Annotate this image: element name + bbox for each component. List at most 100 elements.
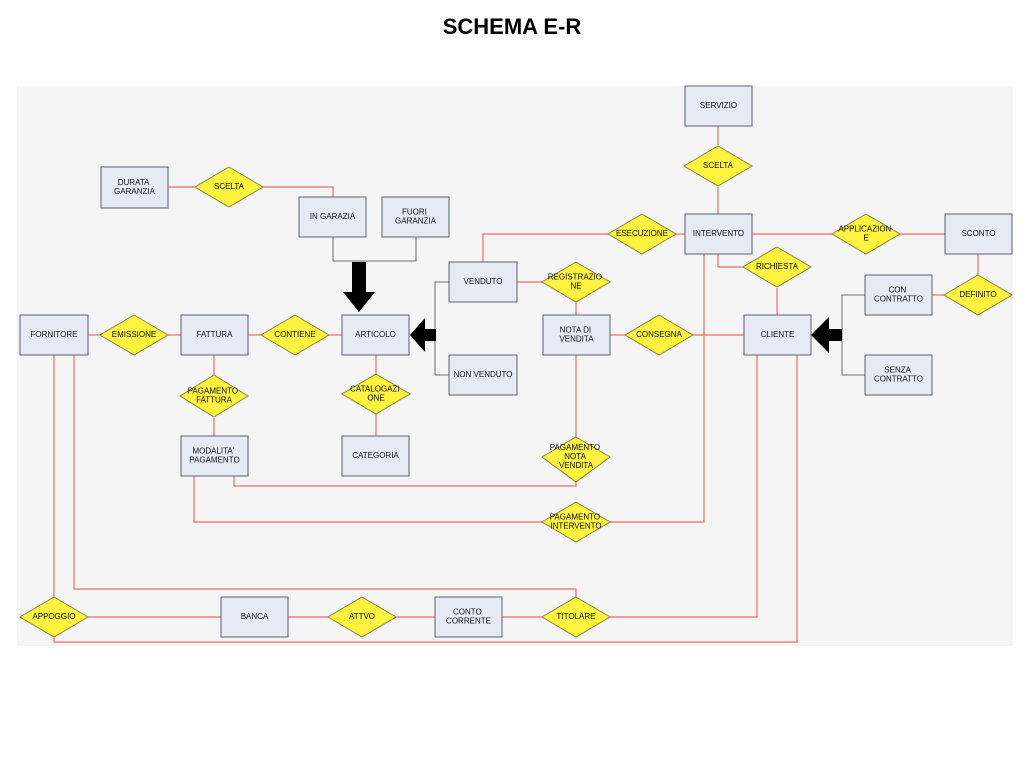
relationship-pagamento-intervento: PAGAMENTO INTERVENTO [541, 501, 611, 543]
relationship-label-line: PAGAMENTO [188, 387, 238, 396]
entity-label-line: SERVIZIO [700, 101, 737, 110]
link-esecuzione-venduto [482, 233, 609, 262]
relationship-label-line: DEFINITO [959, 290, 996, 299]
relationship-label-line: NOTA [564, 452, 586, 461]
entity-con-contratto: CON CONTRATTO [864, 274, 933, 316]
entity-cliente: CLIENTE [743, 314, 812, 356]
relationship-scelta-garanzia: SCELTA [194, 166, 264, 208]
entity-sconto: SCONTO [944, 213, 1013, 255]
entity-conto-corrente: CONTO CORRENTE [434, 596, 503, 638]
svg-text:PAGAMENTO NOTA VEN: PAGAMENTO NOTA VENDITA [550, 443, 603, 470]
entity-servizio: SERVIZIO [684, 85, 753, 127]
entity-venduto: VENDUTO [448, 261, 518, 303]
relationship-label-line: ESECUZIONE [616, 229, 668, 238]
svg-text:RICHIESTA: RICHIESTA [756, 262, 799, 271]
relationship-applicazione: APPLICAZION E [831, 213, 901, 255]
svg-text:TITOLARE: TITOLARE [557, 612, 596, 621]
entity-modalita-pagamento: MODALITA' PAGAMENTO [180, 435, 249, 477]
entity-in-garanzia: IN GARAZIA [298, 196, 367, 238]
relationship-label-line: ATTVO [349, 612, 375, 621]
svg-text:ATTVO: ATTVO [349, 612, 375, 621]
relationship-label-line: INTERVENTO [550, 522, 601, 531]
relationship-esecuzione: ESECUZIONE [607, 213, 677, 255]
entity-label-line: CORRENTE [446, 617, 491, 626]
entity-label-line: ARTICOLO [355, 330, 396, 339]
relationship-label-line: APPLICAZION [838, 225, 891, 234]
entity-label-line: MODALITA' [192, 447, 234, 456]
relationship-titolare: TITOLARE [541, 596, 611, 638]
relationship-label-line: PAGAMENTO [550, 443, 600, 452]
relationship-label-line: EMISSIONE [112, 330, 156, 339]
relationship-pagamento-nota-vendita: PAGAMENTO NOTA VENDITA [541, 436, 611, 483]
svg-text:BANCA: BANCA [241, 612, 269, 621]
entity-label-line: CONTRATTO [874, 295, 923, 304]
svg-text:SCONTO: SCONTO [961, 229, 995, 238]
entity-label-line: CONTO [453, 608, 482, 617]
entity-label-line: NON VENDUTO [454, 370, 513, 379]
arrow-left-articolo [410, 318, 436, 352]
svg-text:VENDUTO: VENDUTO [464, 277, 503, 286]
entity-label-line: GARANZIA [114, 187, 156, 196]
relationship-label-line: SCELTA [703, 161, 734, 170]
entity-durata-garanzia: DURATA GARANZIA [100, 166, 169, 209]
link-titolare-cliente [610, 355, 758, 618]
svg-text:FUORI GARANZIA: FUORI GARANZIA [395, 208, 437, 226]
relationship-label-line: APPOGGIO [32, 612, 75, 621]
svg-text:ARTICOLO: ARTICOLO [355, 330, 396, 339]
svg-text:NON VENDUTO: NON VENDUTO [454, 370, 513, 379]
link-pagamentointervento-intervento [610, 254, 705, 523]
relationship-label-line: TITOLARE [557, 612, 596, 621]
relationship-label-line: RICHIESTA [756, 262, 799, 271]
link-intervento-richiesta [717, 254, 743, 268]
entity-nota-di-vendita: NOTA DI VENDITA [542, 314, 611, 356]
entity-label-line: CONTRATTO [874, 375, 923, 384]
svg-text:SCELTA: SCELTA [703, 161, 734, 170]
link-appoggio-cliente [53, 355, 798, 643]
svg-text:INTERVENTO: INTERVENTO [693, 229, 744, 238]
entity-label-line: VENDUTO [464, 277, 503, 286]
entity-label-line: CLIENTE [761, 330, 795, 339]
arrow-down-articolo [343, 262, 375, 312]
relationship-label-line: REGISTRAZIO [548, 273, 602, 282]
entity-fuori-garanzia: FUORI GARANZIA [381, 196, 450, 238]
svg-text:PAGAMENTO FATTURA: PAGAMENTO FATTURA [188, 387, 241, 405]
relationship-catalogazione: CATALOGAZI ONE [341, 373, 411, 415]
svg-text:APPLICAZION E: APPLICAZION E [838, 225, 893, 243]
relationship-emissione: EMISSIONE [99, 314, 169, 356]
entity-fattura: FATTURA [180, 314, 249, 356]
relationship-definito: DEFINITO [943, 274, 1013, 316]
svg-text:CONTO CORRENTE: CONTO CORRENTE [446, 608, 491, 626]
relationship-label-line: CONSEGNA [636, 330, 682, 339]
svg-text:FATTURA: FATTURA [197, 330, 234, 339]
venduto-bracket [434, 281, 449, 376]
entity-label-line: SENZA [884, 366, 911, 375]
relationship-label-line: ONE [367, 394, 384, 403]
svg-text:CONTIENE: CONTIENE [274, 330, 315, 339]
entity-label-line: NOTA DI [560, 326, 591, 335]
relationship-richiesta: RICHIESTA [742, 246, 812, 288]
entity-banca: BANCA [220, 596, 289, 638]
svg-text:ESECUZIONE: ESECUZIONE [616, 229, 668, 238]
garanzia-bracket [332, 237, 417, 262]
link-scelta-ingaranzia [262, 186, 334, 197]
link-modalita-pagamentointervento [193, 476, 543, 523]
relationship-label-line: CATALOGAZI [350, 385, 400, 394]
entity-label-line: BANCA [241, 612, 269, 621]
svg-text:CATALOGAZI ONE: CATALOGAZI ONE [350, 385, 402, 403]
entity-label-line: PAGAMENTO [189, 456, 239, 465]
relationship-contiene: CONTIENE [260, 314, 330, 356]
svg-text:REGISTRAZIO NE: REGISTRAZIO NE [548, 273, 604, 291]
entity-label-line: CATEGORIA [352, 451, 399, 460]
entity-label-line: DURATA [118, 178, 150, 187]
entity-articolo: ARTICOLO [341, 314, 410, 356]
svg-text:SCELTA: SCELTA [214, 182, 245, 191]
link-fornitore-titolare [73, 355, 577, 597]
entity-label-line: IN GARAZIA [310, 212, 356, 221]
svg-text:CATEGORIA: CATEGORIA [352, 451, 399, 460]
relationship-label-line: E [863, 234, 868, 243]
entity-senza-contratto: SENZA CONTRATTO [864, 354, 933, 396]
entity-intervento: INTERVENTO [684, 213, 753, 255]
svg-text:SENZA CONTRATTO: SENZA CONTRATTO [874, 366, 923, 384]
relationship-attvo: ATTVO [327, 596, 397, 638]
